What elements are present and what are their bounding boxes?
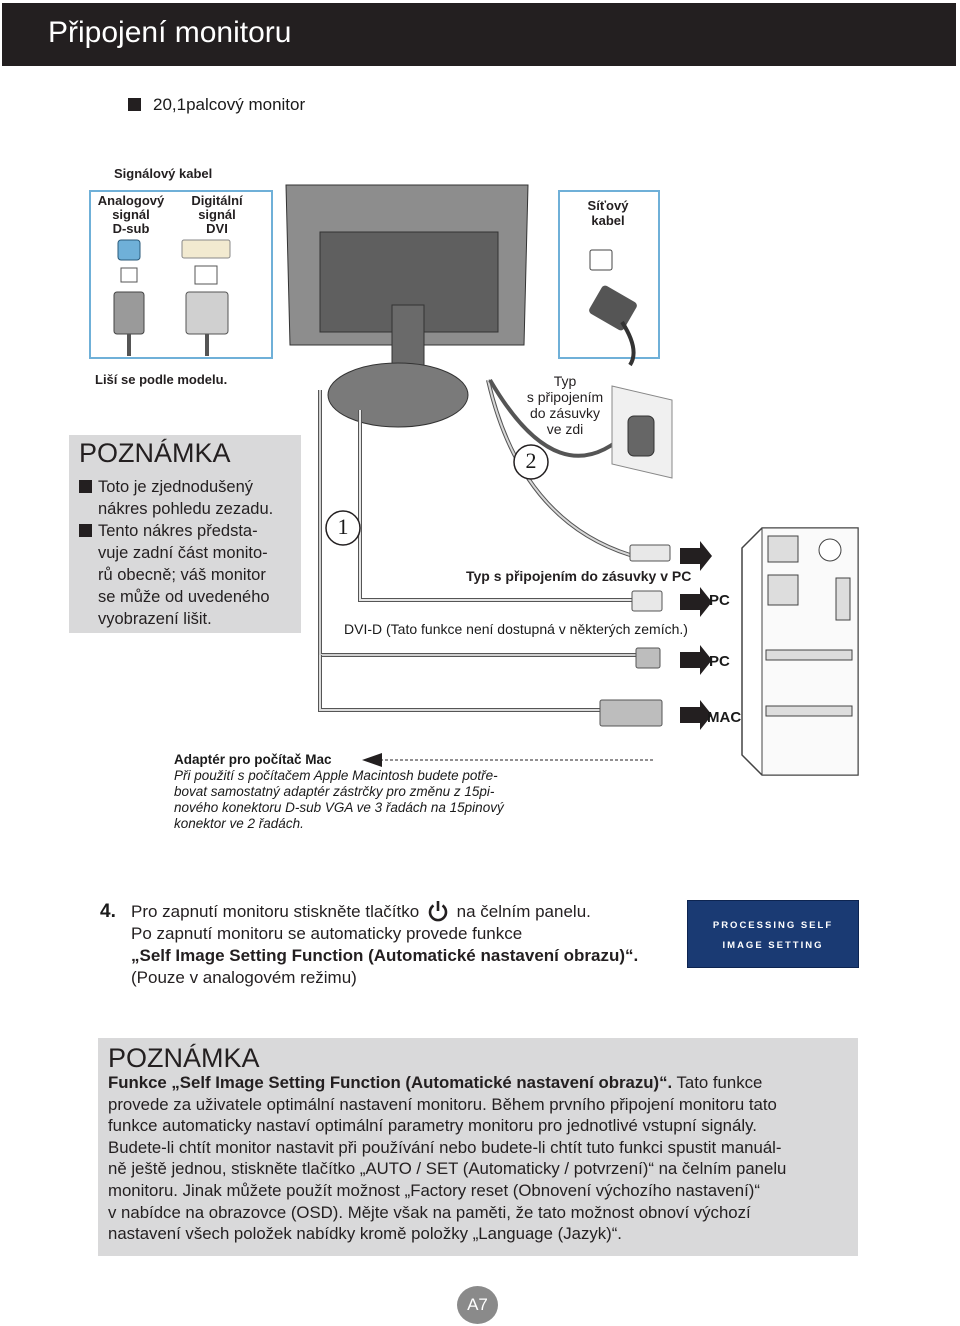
step1-circle-icon — [325, 510, 361, 546]
page-number: A7 — [467, 1295, 488, 1314]
dsub-connector-icon — [113, 239, 145, 356]
step-number: 4. — [100, 901, 116, 922]
arrow-pc-outlet-icon — [680, 541, 712, 571]
power-cable-box — [558, 190, 660, 359]
power-socket-icon — [589, 249, 637, 367]
note-item: Tento nákres předsta- vuje zadní část mo… — [79, 520, 270, 630]
osd-line-2: IMAGE SETTING — [722, 940, 824, 951]
note-title: POZNÁMKA — [108, 1043, 260, 1073]
step4-text: Pro zapnutí monitoru stiskněte tlačítko … — [131, 901, 639, 987]
mac-adapter-text: Při použití s počítačem Apple Macintosh … — [174, 768, 504, 831]
page-number-badge — [457, 1286, 498, 1324]
dvi-plug-icon — [631, 590, 663, 612]
model-heading: 20,1palcový monitor — [128, 95, 305, 115]
pc-label-2: PC — [709, 653, 730, 670]
mac-adapter-title: Adaptér pro počítač Mac — [174, 752, 332, 767]
arrow-pc1-icon — [680, 587, 712, 617]
note-box-2: POZNÁMKA Funkce „Self Image Setting Func… — [98, 1038, 858, 1256]
arrow-mac-icon — [680, 700, 712, 730]
arrow-pc2-icon — [680, 645, 712, 675]
connection-diagram — [113, 184, 859, 776]
dvi-connector-icon — [181, 239, 231, 356]
dvi-note: DVI-D (Tato funkce není dostupná v někte… — [344, 621, 688, 637]
note-item: Toto je zjednodušený nákres pohledu zeza… — [79, 476, 273, 520]
pc-tower-icon — [741, 527, 859, 776]
mac-label: MAC — [707, 709, 742, 726]
mac-adapter-icon — [599, 699, 663, 727]
pointer-arrow-icon — [362, 753, 382, 767]
model-label: 20,1palcový monitor — [153, 95, 306, 114]
note-box-1: POZNÁMKA Toto je zjednodušený nákres poh… — [69, 435, 301, 633]
varies-by-model-text: Liší se podle modelu. — [95, 372, 228, 387]
page-title: Připojení monitoru — [48, 16, 292, 49]
power-button-icon — [428, 901, 448, 922]
monitor-back-icon — [285, 184, 529, 428]
step2-number: 2 — [525, 448, 537, 473]
dsub-plug-icon — [635, 647, 661, 669]
osd-message-box: PROCESSING SELF IMAGE SETTING — [687, 900, 859, 968]
signal-cable-label: Signálový kabel — [114, 166, 213, 181]
note-title: POZNÁMKA — [79, 438, 231, 468]
note-body: Funkce „Self Image Setting Function (Aut… — [108, 1073, 787, 1244]
step1-number: 1 — [337, 514, 349, 539]
wall-outlet-icon — [611, 385, 673, 479]
page-header — [2, 3, 956, 66]
bullet-square-icon — [79, 524, 92, 537]
pc-label-1: PC — [709, 592, 730, 609]
step2-circle-icon — [513, 444, 549, 480]
bullet-square-icon — [128, 98, 141, 111]
bullet-square-icon — [79, 480, 92, 493]
osd-line-1: PROCESSING SELF — [712, 920, 834, 931]
pc-power-plug-icon — [629, 544, 671, 562]
pc-outlet-label: Typ s připojením do zásuvky v PC — [466, 568, 692, 584]
